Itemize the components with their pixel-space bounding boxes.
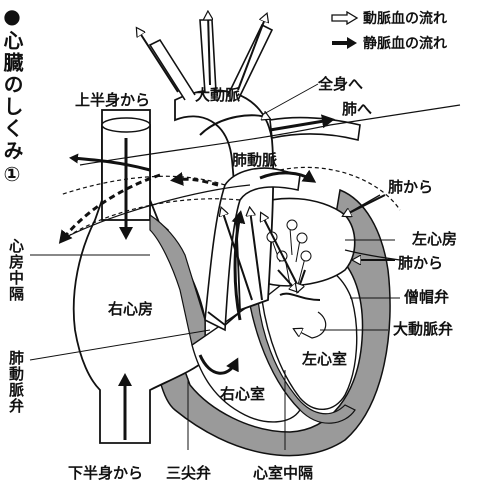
page-title: ●心臓のしくみ①	[0, 4, 24, 188]
label-left-ventricle: 左心室	[302, 350, 348, 368]
label-right-atrium: 右心房	[108, 300, 154, 318]
label-leader-lines	[29, 83, 400, 450]
hollow-arrow-icon	[331, 11, 359, 25]
svc-opening	[101, 117, 151, 133]
pulmonary-trunk	[204, 167, 301, 332]
aorta-descending	[269, 116, 361, 141]
venous-flow-arrows	[58, 114, 335, 440]
label-from-lungs-top: 肺から	[388, 178, 434, 196]
legend-venous: 静脈血の流れ	[331, 33, 447, 53]
aortic-valve-arrow	[296, 311, 327, 339]
label-lower-body: 下半身から	[68, 464, 144, 482]
right-ventricle-chamber	[191, 303, 301, 423]
pulmonary-branch-left	[59, 175, 226, 196]
label-pulmonary-valve: 肺動脈弁	[7, 350, 25, 414]
label-to-whole-body: 全身へ	[318, 75, 364, 93]
legend-venous-label: 静脈血の流れ	[363, 36, 447, 52]
label-left-atrium: 左心房	[412, 230, 458, 248]
left-ventricle-chamber	[261, 261, 358, 410]
heart-outer-wall	[149, 188, 391, 457]
label-aorta: 大動脈	[195, 86, 241, 104]
label-right-ventricle: 右心室	[220, 385, 266, 403]
pulmonary-valve-shape	[207, 311, 241, 327]
pulmonary-vein-mid	[344, 249, 401, 261]
label-ventricular-septum: 心室中隔	[253, 464, 314, 482]
label-from-lungs-bottom: 肺から	[398, 254, 444, 272]
label-aortic-valve: 大動脈弁	[393, 320, 454, 338]
aorta-branch-right	[227, 23, 274, 101]
lung-vessel-lower-left	[59, 184, 251, 241]
label-tricuspid-valve: 三尖弁	[166, 464, 212, 482]
legend-arterial-label: 動脈血の流れ	[363, 11, 447, 27]
mitral-valve-leaflet	[279, 292, 321, 301]
label-to-lungs: 肺へ	[342, 100, 373, 118]
solid-arrow-icon	[332, 37, 357, 49]
aorta-branch-left	[148, 38, 196, 101]
pulmonary-branch-right	[279, 166, 401, 211]
label-upper-body: 上半身から	[75, 91, 151, 109]
arterial-flow-arrows	[138, 14, 395, 301]
label-pulmonary-artery: 肺動脈	[232, 151, 278, 169]
label-mitral-valve: 僧帽弁	[404, 288, 450, 306]
legend-arterial: 動脈血の流れ	[331, 8, 447, 28]
label-atrial-septum: 心房中隔	[7, 238, 25, 302]
lung-vessel-upper-left	[79, 104, 461, 166]
